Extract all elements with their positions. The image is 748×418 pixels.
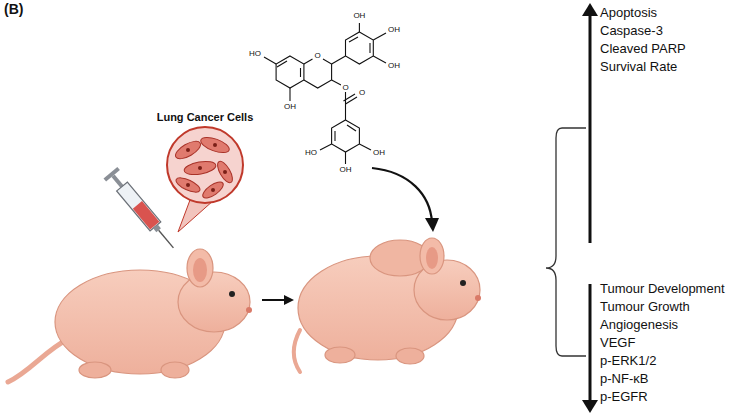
atom-label: OH <box>352 12 366 20</box>
panel-label: (B) <box>4 2 23 17</box>
atom-label: O <box>314 52 322 60</box>
effect-item: Cleaved PARP <box>600 42 686 56</box>
decrease-arrow <box>582 284 598 413</box>
atom-label: HO <box>248 50 262 58</box>
effect-item: Tumour Growth <box>600 300 690 314</box>
effect-item: Survival Rate <box>600 60 677 74</box>
bracket <box>546 128 586 356</box>
effect-item: Tumour Development <box>600 282 725 296</box>
effect-item: VEGF <box>600 336 635 350</box>
atom-label: O <box>358 89 366 97</box>
atom-label: OH <box>283 103 297 111</box>
effect-item: p-EGFR <box>600 390 648 404</box>
molecule-structure <box>264 23 386 164</box>
process-arrow <box>262 295 294 305</box>
effect-item: Angiogenesis <box>600 318 678 332</box>
atom-label: OH <box>387 26 401 34</box>
atom-label: OH <box>387 62 401 70</box>
atom-label: HO <box>304 149 318 157</box>
illustration-label: Lung Cancer Cells <box>157 111 254 123</box>
effect-item: p-NF-κB <box>600 372 648 386</box>
syringe <box>104 167 181 254</box>
effect-item: p-ERK1/2 <box>600 354 656 368</box>
effect-item: Caspase-3 <box>600 24 663 38</box>
effect-item: Apoptosis <box>600 6 657 20</box>
increase-arrow <box>582 3 598 243</box>
atom-label: O <box>341 84 349 92</box>
atom-label: OH <box>339 166 353 174</box>
atom-label: OH <box>372 149 386 157</box>
treatment-arrow <box>372 168 439 232</box>
cancer-cells-illustration <box>167 127 243 232</box>
treated-mouse <box>294 238 481 372</box>
mouse <box>8 249 252 382</box>
